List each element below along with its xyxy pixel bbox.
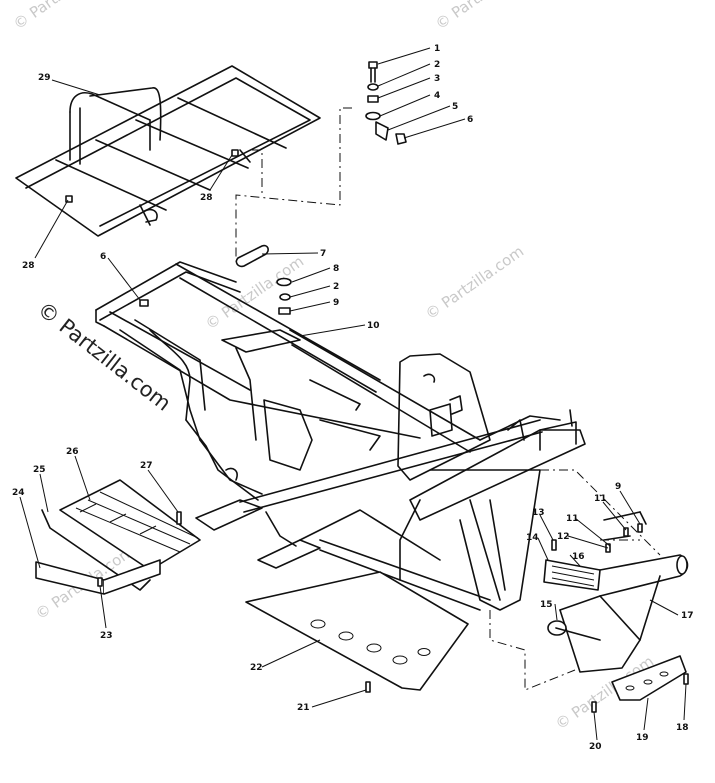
callout-27: 27 [140, 461, 153, 471]
callout-24: 24 [12, 488, 25, 498]
callout-1: 1 [434, 44, 440, 54]
watermark-tile: © Partzilla.com [432, 0, 537, 33]
callout-15: 15 [540, 600, 553, 610]
callout-22: 22 [250, 663, 263, 673]
callout-9-right: 9 [615, 482, 621, 492]
callout-5: 5 [452, 102, 458, 112]
callout-10: 10 [367, 321, 380, 331]
watermark-tile: © Partzilla.com [10, 0, 115, 33]
hardware [65, 149, 689, 713]
bolt-stack [365, 61, 407, 145]
callout-23: 23 [100, 631, 113, 641]
leader-lines [19, 47, 687, 741]
callout-14: 14 [526, 533, 539, 543]
callout-6-left: 6 [100, 252, 106, 262]
main-frame [95, 261, 586, 611]
callout-16: 16 [572, 552, 585, 562]
callout-29: 29 [38, 73, 51, 83]
callout-3: 3 [434, 74, 440, 84]
rack-bracket [235, 244, 292, 315]
callout-9: 9 [333, 298, 339, 308]
callout-25: 25 [33, 465, 46, 475]
callout-21: 21 [297, 703, 310, 713]
callout-2-lower: 2 [333, 282, 339, 292]
callout-8: 8 [333, 264, 339, 274]
floorboard-assembly [35, 479, 201, 595]
callout-28-right: 28 [200, 193, 213, 203]
callout-18: 18 [676, 723, 689, 733]
watermark-tile: © Partzilla.com [422, 242, 527, 323]
callout-4: 4 [434, 91, 440, 101]
callout-20: 20 [589, 742, 602, 752]
callout-26: 26 [66, 447, 79, 457]
skid-plate [245, 571, 469, 691]
callout-13: 13 [532, 508, 545, 518]
callout-17: 17 [681, 611, 694, 621]
callout-19: 19 [636, 733, 649, 743]
callout-11-lower: 11 [566, 514, 579, 524]
callout-2: 2 [434, 60, 440, 70]
footrest-assembly [543, 511, 689, 701]
callout-11-upper: 11 [594, 494, 607, 504]
callout-28-left: 28 [22, 261, 35, 271]
callout-7: 7 [320, 249, 326, 259]
callout-numbers: 1 2 3 4 5 6 6 7 8 2 9 10 9 11 11 12 13 1… [12, 44, 694, 752]
callout-12: 12 [557, 532, 570, 542]
callout-6-top: 6 [467, 115, 473, 125]
watermark-main: © Partzilla.com [33, 297, 175, 416]
